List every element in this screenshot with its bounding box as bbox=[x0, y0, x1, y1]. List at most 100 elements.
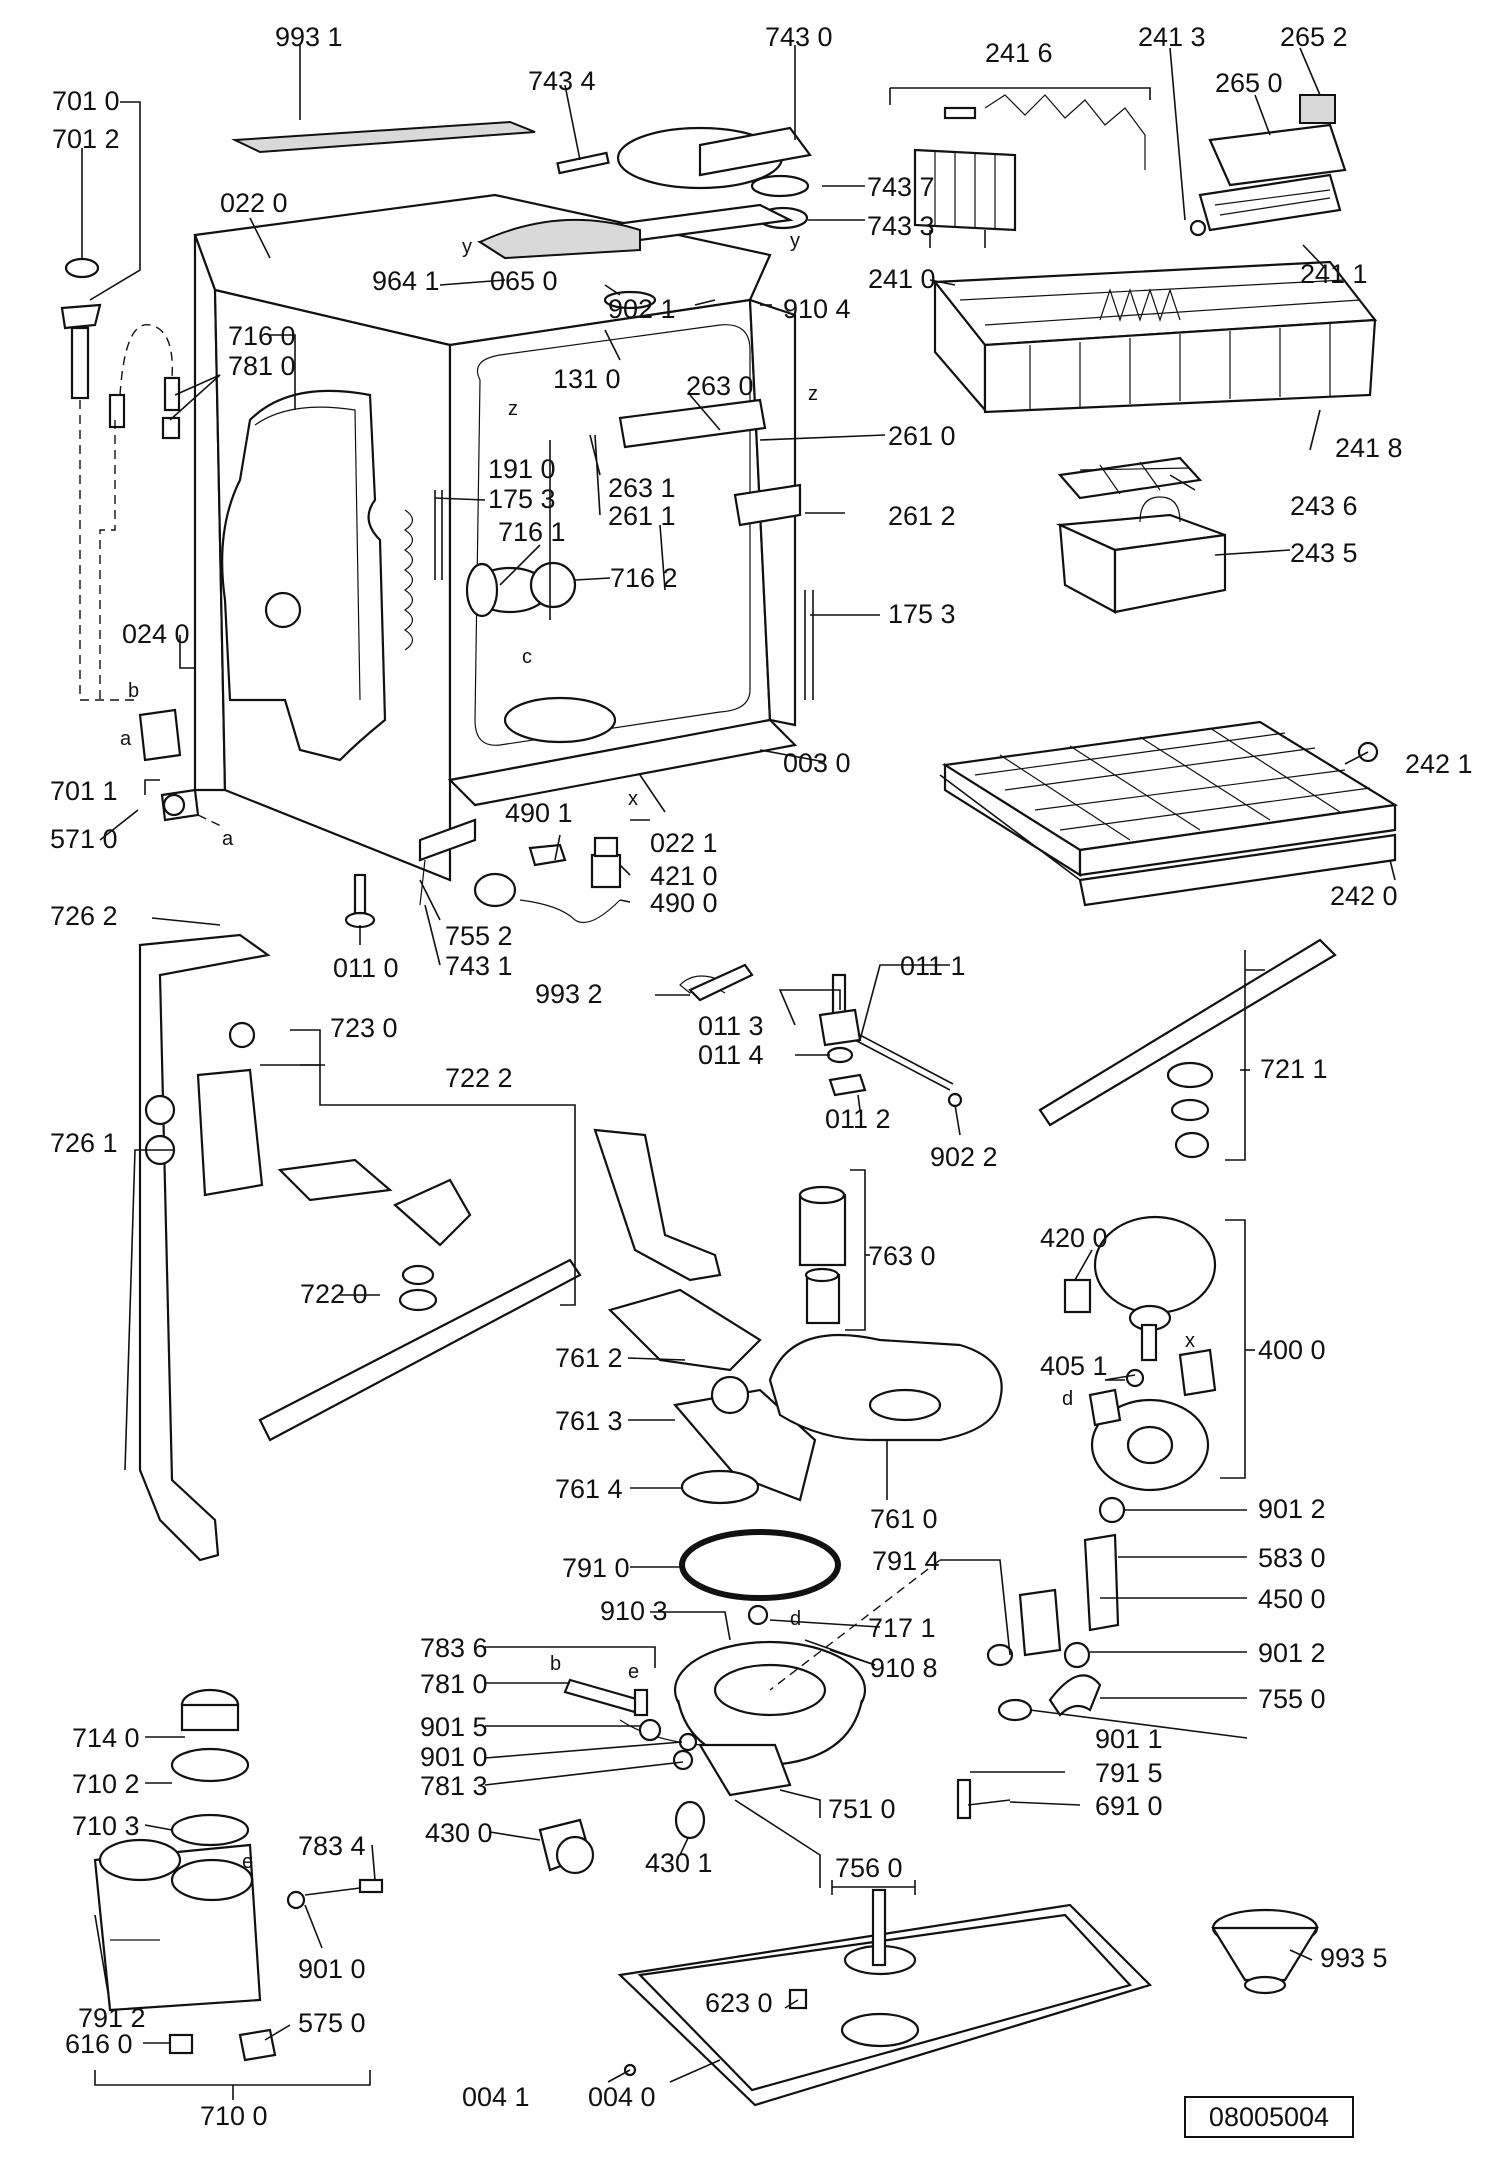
label-490-0: 490 0 bbox=[650, 888, 718, 918]
label-755-2: 755 2 bbox=[445, 921, 513, 951]
label-763-0: 763 0 bbox=[868, 1241, 936, 1271]
letter-e-1: e bbox=[628, 1661, 639, 1683]
label-722-2: 722 2 bbox=[445, 1063, 513, 1093]
label-242-0: 242 0 bbox=[1330, 881, 1398, 911]
label-902-1: 902 1 bbox=[608, 294, 676, 324]
part-upper-spray-arm bbox=[258, 1158, 582, 1442]
part-drain-duct bbox=[593, 1128, 1003, 1505]
label-011-4: 011 4 bbox=[698, 1040, 764, 1070]
label-993-2: 993 2 bbox=[535, 979, 603, 1009]
part-left-duct bbox=[138, 933, 271, 1562]
label-743-4: 743 4 bbox=[528, 66, 596, 96]
label-420-0: 420 0 bbox=[1040, 1223, 1108, 1253]
label-901-5: 901 5 bbox=[420, 1712, 488, 1742]
label-701-1: 701 1 bbox=[50, 776, 118, 806]
label-761-4: 761 4 bbox=[555, 1474, 623, 1504]
label-175-3-a: 175 3 bbox=[488, 484, 556, 514]
label-743-3: 743 3 bbox=[867, 211, 935, 241]
label-910-8: 910 8 bbox=[870, 1653, 938, 1683]
label-400-0: 400 0 bbox=[1258, 1335, 1326, 1365]
label-722-0: 722 0 bbox=[300, 1279, 368, 1309]
label-743-7: 743 7 bbox=[867, 172, 935, 202]
label-261-1: 261 1 bbox=[608, 501, 676, 531]
label-241-8: 241 8 bbox=[1335, 433, 1403, 463]
label-781-0-b: 781 0 bbox=[420, 1669, 488, 1699]
label-616-0: 616 0 bbox=[65, 2029, 133, 2059]
label-723-0: 723 0 bbox=[330, 1013, 398, 1043]
label-710-0: 710 0 bbox=[200, 2101, 268, 2131]
drawing-ref-number: 08005004 bbox=[1209, 2102, 1329, 2132]
letter-b-2: b bbox=[550, 1653, 561, 1675]
part-lower-spray-arm bbox=[1038, 938, 1337, 1159]
label-243-5: 243 5 bbox=[1290, 538, 1358, 568]
letter-y-1: y bbox=[462, 236, 472, 258]
label-901-2-b: 901 2 bbox=[1258, 1638, 1326, 1668]
connection-letters: b a a c x z z y y x d d b e e bbox=[120, 230, 1195, 1873]
label-175-3-b: 175 3 bbox=[888, 599, 956, 629]
label-901-0-b: 901 0 bbox=[298, 1954, 366, 1984]
label-241-0: 241 0 bbox=[868, 264, 936, 294]
part-clip-valve bbox=[138, 708, 226, 829]
letter-z-1: z bbox=[508, 398, 518, 420]
part-softener bbox=[93, 1688, 384, 2062]
label-901-1: 901 1 bbox=[1095, 1724, 1163, 1754]
label-791-4: 791 4 bbox=[872, 1546, 940, 1576]
label-450-0: 450 0 bbox=[1258, 1584, 1326, 1614]
label-726-1: 726 1 bbox=[50, 1128, 118, 1158]
callout-labels: 993 1 743 4 743 0 241 6 241 3 265 2 265 … bbox=[50, 22, 1473, 2131]
label-710-2: 710 2 bbox=[72, 1769, 140, 1799]
label-583-0: 583 0 bbox=[1258, 1543, 1326, 1573]
letter-x-2: x bbox=[1185, 1330, 1195, 1352]
drawing-ref-box bbox=[1184, 2096, 1354, 2138]
label-405-1: 405 1 bbox=[1040, 1351, 1108, 1381]
part-top-spray-arm bbox=[556, 126, 812, 230]
label-716-2: 716 2 bbox=[610, 563, 678, 593]
leader-lines bbox=[81, 45, 1396, 2100]
label-011-1: 011 1 bbox=[900, 951, 966, 981]
part-sump bbox=[619, 1604, 867, 1797]
letter-y-2: y bbox=[790, 230, 800, 252]
label-901-2-a: 901 2 bbox=[1258, 1494, 1326, 1524]
letter-b-1: b bbox=[128, 680, 139, 702]
label-571-0: 571 0 bbox=[50, 824, 118, 854]
label-421-0: 421 0 bbox=[650, 861, 718, 891]
label-783-6: 783 6 bbox=[420, 1633, 488, 1663]
label-993-1: 993 1 bbox=[275, 22, 343, 52]
part-electrical bbox=[344, 818, 622, 929]
letter-x-1: x bbox=[628, 788, 638, 810]
label-964-1: 964 1 bbox=[372, 266, 440, 296]
label-993-5: 993 5 bbox=[1320, 1943, 1388, 1973]
label-024-0: 024 0 bbox=[122, 619, 190, 649]
part-lower-basket bbox=[939, 720, 1399, 907]
label-716-1: 716 1 bbox=[498, 517, 566, 547]
letter-e-2: e bbox=[242, 1851, 253, 1873]
label-004-0: 004 0 bbox=[588, 2082, 656, 2112]
letter-d-2: d bbox=[790, 1608, 801, 1630]
label-004-1: 004 1 bbox=[462, 2082, 530, 2112]
label-751-0: 751 0 bbox=[828, 1794, 896, 1824]
label-430-0: 430 0 bbox=[425, 1818, 493, 1848]
label-743-1: 743 1 bbox=[445, 951, 513, 981]
label-261-0: 261 0 bbox=[888, 421, 956, 451]
part-pump bbox=[1063, 1215, 1217, 1524]
label-065-0: 065 0 bbox=[490, 266, 558, 296]
label-241-1: 241 1 bbox=[1300, 259, 1368, 289]
label-022-1: 022 1 bbox=[650, 828, 718, 858]
label-791-2: 791 2 bbox=[78, 2003, 146, 2033]
part-funnel bbox=[1211, 1908, 1319, 1995]
label-011-3: 011 3 bbox=[698, 1011, 764, 1041]
letter-d-1: d bbox=[1062, 1388, 1073, 1410]
label-691-0: 691 0 bbox=[1095, 1791, 1163, 1821]
label-721-1: 721 1 bbox=[1260, 1054, 1328, 1084]
letter-c-1: c bbox=[522, 646, 532, 668]
label-003-0: 003 0 bbox=[783, 748, 851, 778]
label-242-1: 242 1 bbox=[1405, 749, 1473, 779]
label-011-2: 011 2 bbox=[825, 1104, 891, 1134]
label-623-0: 623 0 bbox=[705, 1988, 773, 2018]
label-761-2: 761 2 bbox=[555, 1343, 623, 1373]
label-761-3: 761 3 bbox=[555, 1406, 623, 1436]
label-902-2: 902 2 bbox=[930, 1142, 998, 1172]
label-490-1: 490 1 bbox=[505, 798, 573, 828]
label-265-2: 265 2 bbox=[1280, 22, 1348, 52]
